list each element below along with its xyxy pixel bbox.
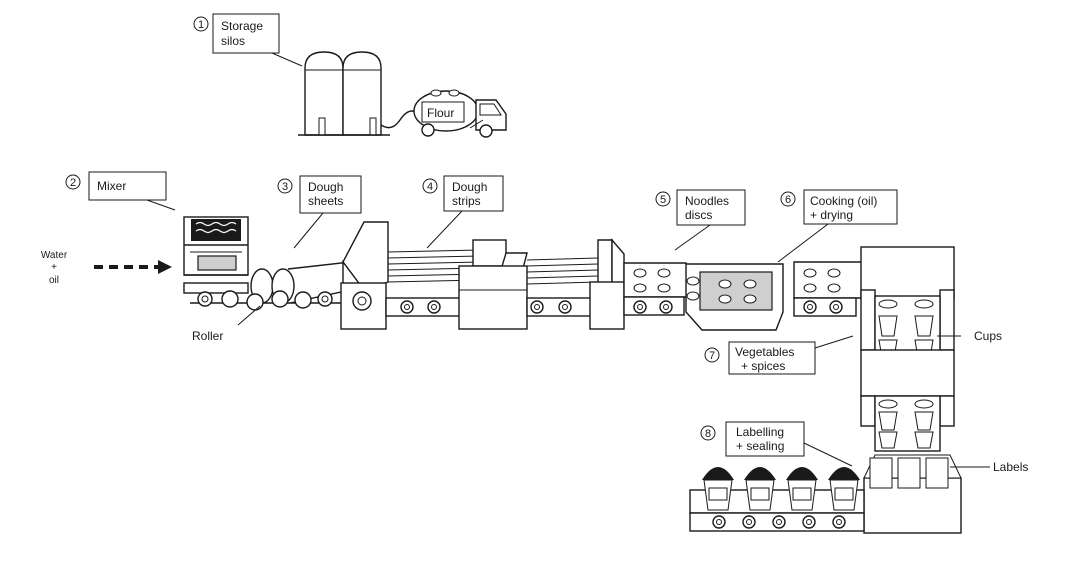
step-4-dough-strips: 4 Dough strips — [422, 175, 504, 249]
flour-tanker-icon: Flour — [413, 89, 507, 138]
silos-icon — [298, 51, 390, 136]
step-1-label-box — [212, 13, 280, 54]
step-7-vegetables-spices: 7 Vegetables + spices — [704, 335, 854, 375]
step-3-pointer — [293, 212, 324, 249]
roller-pointer — [237, 305, 261, 326]
labels-label: Labels — [993, 460, 1028, 474]
step-8-label-line1: Labelling — [736, 425, 784, 439]
step-5-label-line2: discs — [685, 208, 712, 222]
step-8-number: 8 — [705, 428, 711, 440]
step-1-number: 1 — [198, 19, 204, 31]
step-2-number-circle — [65, 174, 81, 190]
plus-label: + — [51, 262, 57, 273]
conveyor-2-icon — [526, 297, 600, 317]
input-arrow-head — [158, 260, 172, 274]
water-label: Water — [41, 250, 68, 261]
step-3-label-line1: Dough — [308, 180, 343, 194]
step-2-pointer — [146, 199, 176, 211]
final-conveyor-icon — [689, 489, 865, 532]
sealed-cup-1 — [702, 467, 734, 511]
water-oil-input: Water + oil — [41, 250, 172, 286]
frying-vat-icon — [685, 263, 784, 331]
step-5-pointer — [674, 224, 711, 251]
step-8-label-line2: + sealing — [736, 439, 784, 453]
cups-label: Cups — [974, 329, 1002, 343]
sealed-cup-3 — [786, 467, 818, 511]
step-7-label-box — [728, 341, 816, 375]
strip-cutter-machine-icon — [458, 239, 528, 330]
step-2-mixer: 2 Mixer — [65, 171, 176, 211]
spice-filling-machine-icon — [860, 349, 955, 452]
step-6-number: 6 — [785, 194, 791, 206]
step-7-number-circle — [704, 347, 720, 363]
step-4-label-line2: strips — [452, 194, 481, 208]
sheet-cutter-machine-icon — [340, 221, 389, 330]
step-1-storage-silos: 1 Storage silos Flour — [193, 13, 507, 138]
step-6-cooking-drying: 6 Cooking (oil) + drying — [777, 189, 898, 263]
sealed-cup-2 — [744, 467, 776, 511]
step-3-dough-sheets: 3 Dough sheets — [277, 175, 362, 249]
step-4-number: 4 — [427, 181, 433, 193]
step-5-noodles-discs: 5 Noodles discs — [655, 189, 746, 251]
step-3-label-box — [299, 175, 362, 214]
step-8-pointer — [803, 442, 853, 467]
sealed-cup-4 — [828, 467, 860, 511]
step-5-label-box — [676, 189, 746, 226]
oil-label: oil — [49, 275, 59, 286]
mixer-machine-icon — [183, 216, 249, 294]
flour-label-box — [421, 101, 465, 123]
disc-cutter-machine-icon — [589, 238, 625, 330]
step-4-pointer — [426, 210, 463, 249]
step-7-pointer — [814, 335, 854, 349]
cup-filling-machine-icon — [860, 246, 961, 367]
step-7-number: 7 — [709, 350, 715, 362]
step-3-number-circle — [277, 178, 293, 194]
conveyor-1-icon — [385, 297, 462, 317]
step-1-label-line1: Storage — [221, 19, 263, 33]
rollers-icon — [190, 261, 351, 311]
step-4-label-line1: Dough — [452, 180, 487, 194]
step-5-number-circle — [655, 191, 671, 207]
labelling-station-icon — [863, 454, 990, 534]
step-1-number-circle — [193, 16, 209, 32]
step-6-label-line1: Cooking (oil) — [810, 194, 877, 208]
step-7-label-line2: + spices — [741, 359, 785, 373]
drying-conveyor-icon — [793, 261, 863, 317]
step-1-pointer — [271, 52, 303, 67]
silo-feed-pipe — [380, 110, 417, 129]
step-4-number-circle — [422, 178, 438, 194]
dough-strips-lines-2 — [526, 257, 599, 285]
step-2-label-line1: Mixer — [97, 179, 126, 193]
flour-label: Flour — [427, 106, 454, 120]
step-6-label-box — [803, 189, 898, 225]
sealed-cups-icon — [702, 467, 860, 511]
step-6-number-circle — [780, 191, 796, 207]
step-4-label-box — [443, 175, 504, 212]
step-3-number: 3 — [282, 181, 288, 193]
dough-strips-lines-1 — [387, 249, 481, 283]
step-1-label-line2: silos — [221, 34, 245, 48]
step-3-label-line2: sheets — [308, 194, 343, 208]
step-2-label-box — [88, 171, 167, 201]
noodle-disc-tray-icon — [623, 262, 691, 316]
step-6-pointer — [777, 223, 829, 263]
step-7-label-line1: Vegetables — [735, 345, 794, 359]
step-2-number: 2 — [70, 177, 76, 189]
step-8-label-box — [725, 421, 805, 457]
step-8-labelling-sealing: 8 Labelling + sealing — [700, 421, 853, 467]
step-8-number-circle — [700, 425, 716, 441]
step-5-number: 5 — [660, 194, 666, 206]
step-5-label-line1: Noodles — [685, 194, 729, 208]
step-6-label-line2: + drying — [810, 208, 853, 222]
roller-label: Roller — [192, 329, 223, 343]
